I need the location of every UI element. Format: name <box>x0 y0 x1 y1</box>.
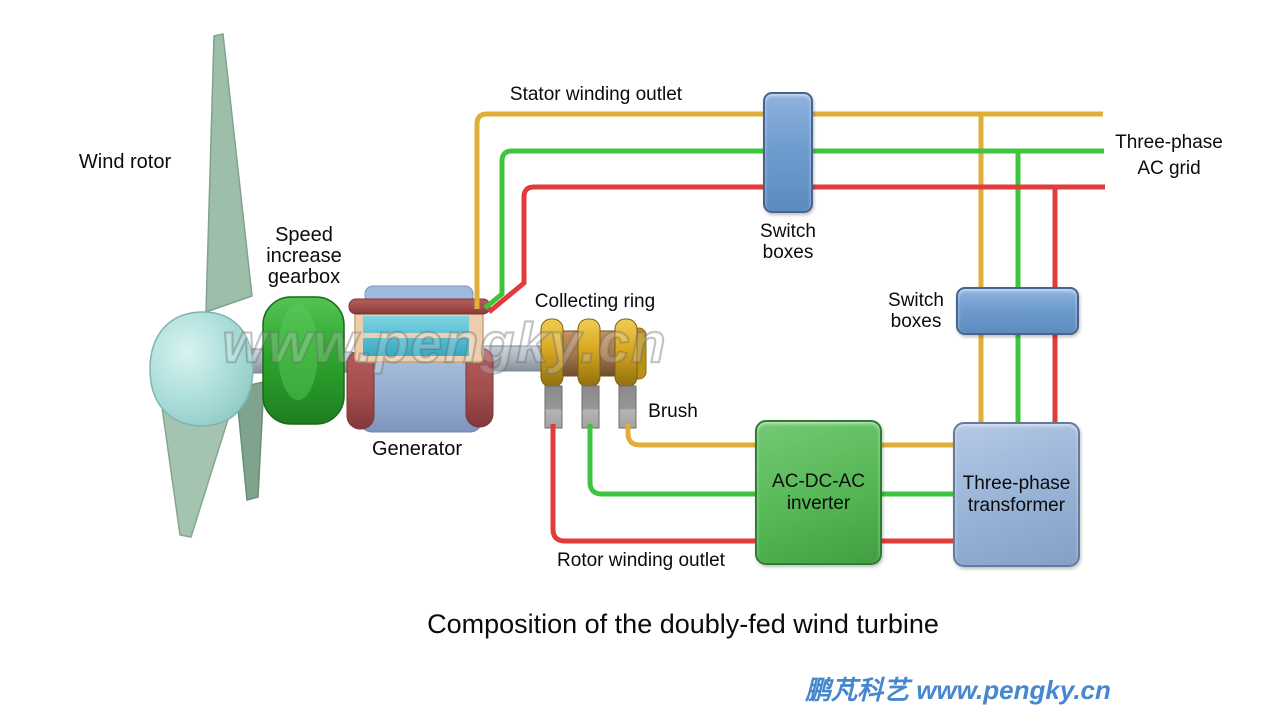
generator-stator-bar <box>363 333 469 338</box>
transformer-label-line2: transformer <box>967 494 1066 516</box>
rotor-outlet-label: Rotor winding outlet <box>557 550 725 571</box>
gearbox-label-line3: gearbox <box>267 266 341 288</box>
stator-wire-yellow <box>474 111 1103 309</box>
rotor-wire-green <box>587 424 953 497</box>
transformer-label-line1: Three-phase <box>962 472 1071 494</box>
brush-label: Brush <box>648 401 698 422</box>
switch-box-top-label-line1: Switch <box>760 221 816 242</box>
gearbox <box>262 296 345 425</box>
wind-rotor-blade-upper <box>205 33 253 314</box>
grid-label: Three-phase AC grid <box>1079 130 1259 182</box>
footer-brand-text: 鹏芃科艺 www.pengky.cn <box>805 675 1111 705</box>
switch-box-right-label: Switch boxes <box>846 290 986 332</box>
switch-box-right-label-line2: boxes <box>890 311 942 332</box>
inverter-label-line2: inverter <box>786 492 851 514</box>
rotor-wire-yellow <box>625 424 953 448</box>
rotor-wire-red <box>550 424 953 544</box>
switch-box-top <box>763 92 813 213</box>
watermark-text: www.pengky.cn <box>222 311 667 374</box>
grid-label-line1: Three-phase <box>1115 132 1223 153</box>
switch-box-top-label-line2: boxes <box>762 242 814 263</box>
diagram-title: Composition of the doubly-fed wind turbi… <box>427 609 939 639</box>
grid-label-line2: AC grid <box>1137 158 1201 179</box>
stator-outlet-label: Stator winding outlet <box>509 84 683 105</box>
gearbox-label-line2: increase <box>266 245 342 267</box>
brush-1 <box>544 385 563 429</box>
gearbox-label: Speed increase gearbox <box>234 225 374 288</box>
switch-box-top-label: Switch boxes <box>728 221 848 263</box>
wind-rotor-blade-lower-right <box>235 381 265 501</box>
transformer-box: Three-phase transformer <box>953 422 1080 567</box>
generator-label: Generator <box>371 438 463 460</box>
switch-box-right-label-line1: Switch <box>888 290 944 311</box>
stator-wire-red <box>487 184 1105 314</box>
stator-wire-green <box>483 148 1104 310</box>
gearbox-face-highlight <box>278 304 318 400</box>
collecting-ring-label: Collecting ring <box>534 291 656 312</box>
inverter-box: AC-DC-AC inverter <box>755 420 882 565</box>
brush-2 <box>581 385 600 429</box>
gearbox-label-line1: Speed <box>275 224 333 246</box>
switch-box-right <box>956 287 1079 335</box>
rotor-hub <box>149 311 254 427</box>
inverter-label-line1: AC-DC-AC <box>772 470 865 492</box>
wind-rotor-label: Wind rotor <box>78 151 172 173</box>
